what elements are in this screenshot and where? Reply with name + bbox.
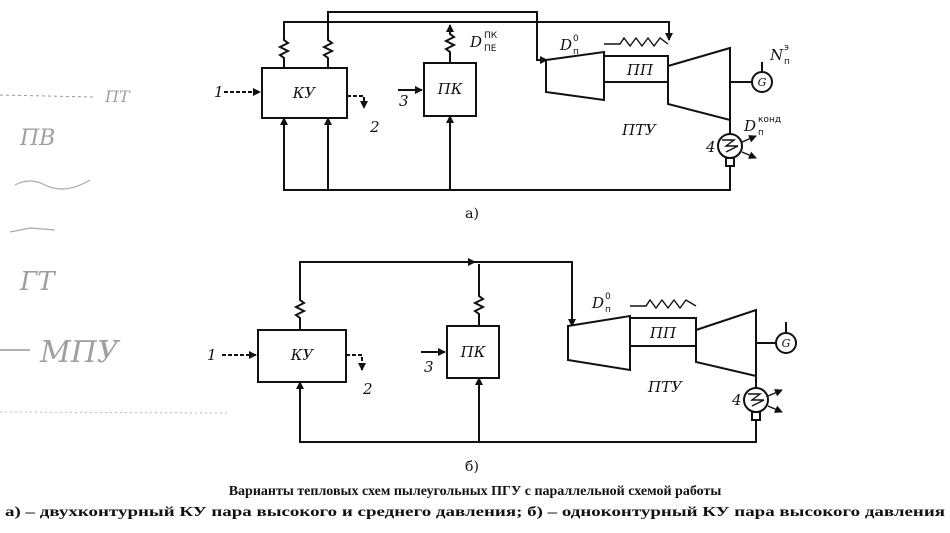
pk-box-b (446, 325, 500, 379)
svg-text:п: п (573, 47, 579, 57)
ku-label-a: КУ (292, 84, 317, 102)
ptu-label-b: ПТУ (647, 378, 683, 396)
svg-text:D: D (469, 33, 482, 51)
handwritten-note-pv: ПВ (19, 126, 55, 151)
generator-label-b: G (782, 337, 791, 350)
handwritten-note-pt: ПТ (104, 87, 131, 106)
num-1-b: 1 (207, 346, 217, 364)
svg-text:D: D (591, 294, 604, 312)
condenser-coil-a (722, 139, 739, 153)
num-1-a: 1 (214, 83, 224, 101)
pump-a (725, 157, 735, 167)
num-4-b: 4 (731, 391, 742, 409)
svg-text:D: D (559, 36, 572, 54)
svg-text:0: 0 (605, 292, 611, 302)
svg-text:ПК: ПК (484, 31, 498, 41)
diagram-a: КУ ПК ПП G 1 (214, 11, 790, 222)
steam-line-ip-a (321, 11, 548, 68)
steam-line-ku-b (293, 261, 576, 330)
svg-text:э: э (784, 43, 789, 53)
ku-box-a (261, 67, 348, 119)
svg-text:конд: конд (758, 115, 781, 125)
pk-label-b: ПК (460, 343, 486, 361)
label-d0-b: D 0 п (591, 292, 611, 315)
turbine-hp-b (567, 314, 631, 372)
label-d0-a: D 0 п (559, 34, 579, 57)
pp-coil-a (604, 36, 669, 48)
handwritten-notes: ПТ ПВ ГТ МПУ (0, 87, 231, 414)
pp-coil-b (630, 298, 697, 310)
turbine-lp-b (695, 308, 757, 378)
steam-line-hp-a (277, 21, 673, 68)
handwritten-note-mpu: МПУ (39, 335, 121, 370)
svg-text:п: п (605, 305, 611, 315)
pp-label-b: ПП (649, 324, 677, 342)
num-3-a: 3 (399, 92, 409, 110)
steam-line-pk-b (472, 264, 486, 326)
handwritten-note-gt: ГТ (19, 267, 56, 297)
flue-gas-out-a (347, 95, 368, 109)
ku-label-b: КУ (290, 346, 315, 364)
diagram-b: КУ ПК ПП G 1 2 3 4 (207, 258, 797, 475)
num-2-a: 2 (369, 118, 380, 136)
ptu-label-a: ПТУ (621, 121, 657, 139)
svg-text:п: п (784, 57, 790, 67)
turbine-lp-a (667, 46, 731, 122)
pk-box-a (423, 62, 477, 117)
svg-text:D: D (743, 117, 756, 135)
svg-text:п: п (758, 128, 764, 138)
flue-gas-out-b (346, 354, 366, 371)
feedwater-line-a (280, 117, 731, 191)
label-d-pe-a: D ПК ПЕ (469, 31, 498, 54)
figure-subtitle: а) – двухконтурный КУ пара высокого и ср… (5, 505, 946, 520)
pp-label-a: ПП (626, 61, 654, 79)
num-3-b: 3 (424, 358, 434, 376)
diagram-a-caption: а) (465, 206, 479, 222)
steam-line-pk-a (443, 24, 457, 63)
label-n-a: N э п (769, 43, 790, 67)
label-d-kond-a: D конд п (743, 115, 781, 138)
svg-text:0: 0 (573, 34, 579, 44)
svg-text:ПЕ: ПЕ (484, 44, 497, 54)
pk-label-a: ПК (437, 80, 463, 98)
num-4-a: 4 (705, 138, 716, 156)
feedwater-line-b (296, 381, 757, 443)
turbine-hp-a (545, 50, 605, 102)
pump-b (751, 411, 761, 421)
svg-text:N: N (769, 46, 784, 64)
generator-label-a: G (758, 76, 767, 89)
figure-title: Варианты тепловых схем пылеугольных ПГУ … (229, 484, 722, 499)
num-2-b: 2 (362, 380, 373, 398)
condenser-coil-b (748, 393, 765, 407)
diagram-b-caption: б) (465, 459, 479, 475)
